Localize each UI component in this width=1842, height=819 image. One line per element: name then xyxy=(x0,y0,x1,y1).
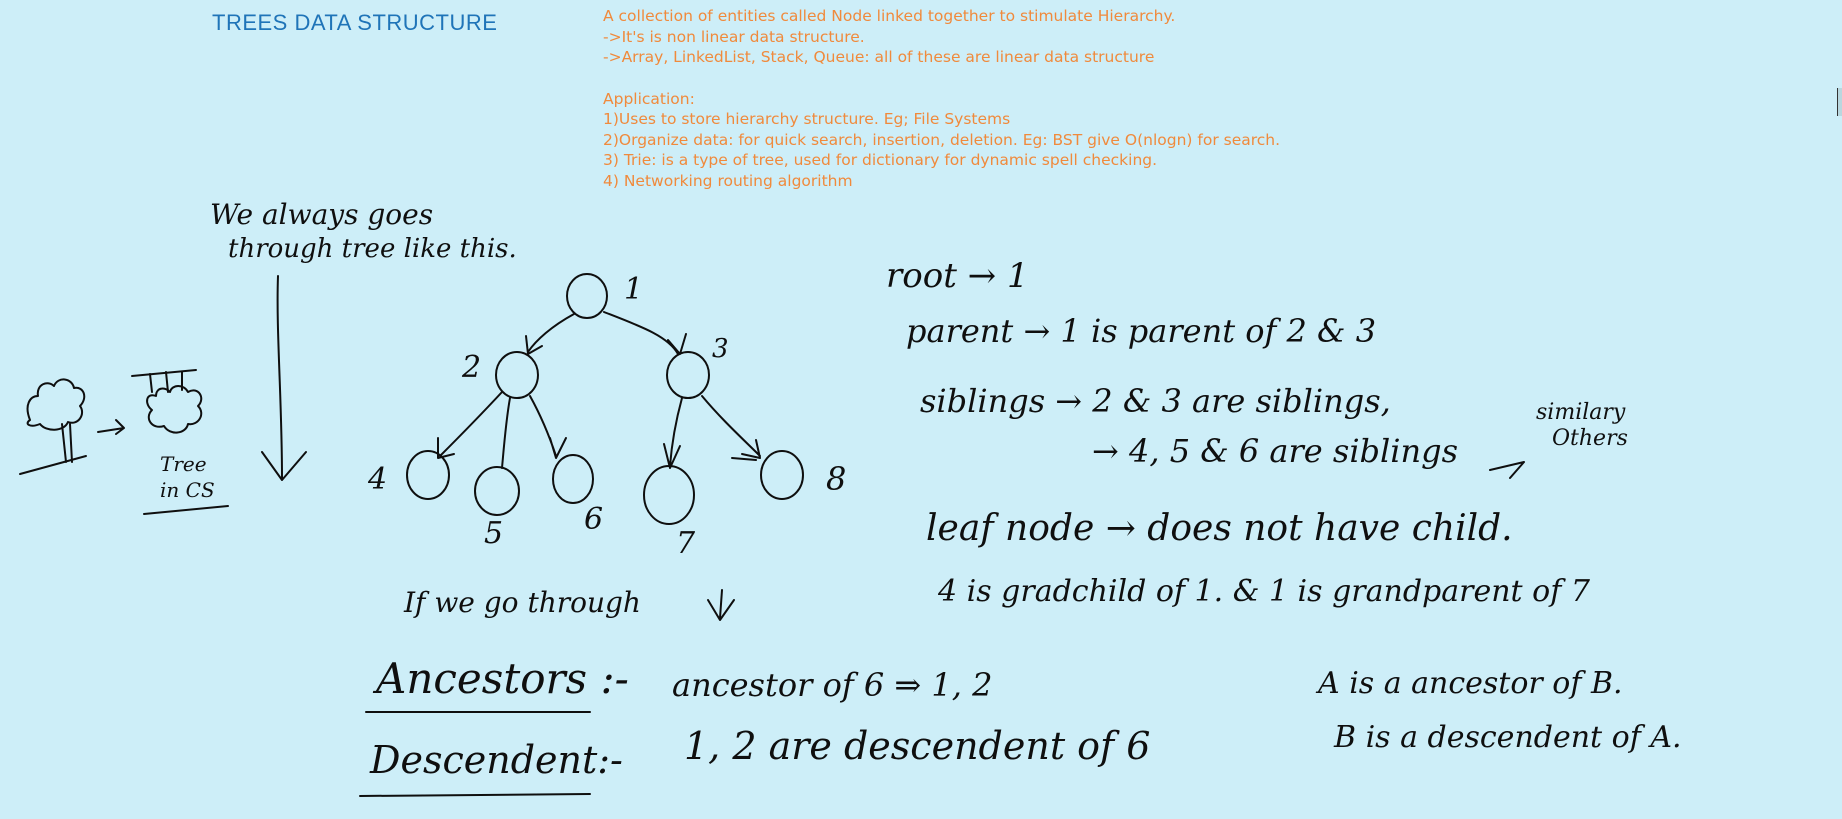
arrow-right-icon xyxy=(97,419,125,435)
node-label: 3 xyxy=(712,334,729,364)
application-item: 1)Uses to store hierarchy structure. Eg;… xyxy=(603,110,1011,128)
siblings-arrow-tail xyxy=(1489,461,1525,479)
ancestors-label: Ancestors :- xyxy=(376,654,629,703)
parent-definition: parent → 1 is parent of 2 & 3 xyxy=(906,312,1377,350)
cs-tree-icon xyxy=(131,369,203,434)
grandchild-definition: 4 is gradchild of 1. & 1 is grandparent … xyxy=(938,574,1590,609)
we-always-note: We always goes xyxy=(210,198,434,231)
similarly-note: similary xyxy=(1536,400,1626,425)
application-heading: Application: xyxy=(603,89,695,108)
through-tree-note: through tree like this. xyxy=(228,234,517,264)
tree-edges xyxy=(437,311,761,469)
leaf-definition: leaf node → does not have child. xyxy=(926,508,1513,549)
intro-line: ->Array, LinkedList, Stack, Queue: all o… xyxy=(603,48,1155,66)
scrollbar-thumb[interactable] xyxy=(1837,88,1842,116)
application-item: 2)Organize data: for quick search, inser… xyxy=(603,130,1281,149)
tree-in-cs-line1: Tree xyxy=(160,452,207,476)
b-is-descendent-note: B is a descendent of A. xyxy=(1334,720,1682,755)
node-label: 4 xyxy=(368,462,388,497)
siblings-definition-2: → 4, 5 & 6 are siblings xyxy=(1092,432,1459,470)
node-label: 1 xyxy=(624,272,644,307)
descendent-underline xyxy=(359,793,591,797)
tree-in-cs-line2: in CS xyxy=(160,478,215,502)
root-definition: root → 1 xyxy=(886,256,1029,296)
notes-block: A collection of entities called Node lin… xyxy=(603,6,1280,191)
node-label: 5 xyxy=(484,516,504,551)
siblings-definition: siblings → 2 & 3 are siblings, xyxy=(920,382,1391,420)
ancestors-text: ancestor of 6 ⇒ 1, 2 xyxy=(672,666,993,704)
others-note: Others xyxy=(1552,426,1628,451)
application-item: 3) Trie: is a type of tree, used for dic… xyxy=(603,151,1158,169)
small-down-arrow xyxy=(707,589,735,621)
page-title: TREES DATA STRUCTURE xyxy=(212,10,498,35)
node-label: 8 xyxy=(826,460,847,498)
node-label: 7 xyxy=(676,526,696,561)
descendent-text: 1, 2 are descendent of 6 xyxy=(684,724,1151,768)
a-is-ancestor-note: A is a ancestor of B. xyxy=(1318,666,1623,701)
nature-tree-icon xyxy=(19,378,87,475)
descendent-label: Descendent:- xyxy=(370,738,623,782)
node-label: 6 xyxy=(584,502,604,537)
traversal-down-arrow xyxy=(261,275,307,481)
underline-mark xyxy=(143,505,229,515)
intro-line: ->It's is non linear data structure. xyxy=(603,27,865,46)
node-label: 2 xyxy=(462,350,482,385)
intro-line: A collection of entities called Node lin… xyxy=(603,7,1176,25)
application-item: 4) Networking routing algorithm xyxy=(603,171,853,190)
if-we-go-note: If we go through xyxy=(404,586,641,619)
